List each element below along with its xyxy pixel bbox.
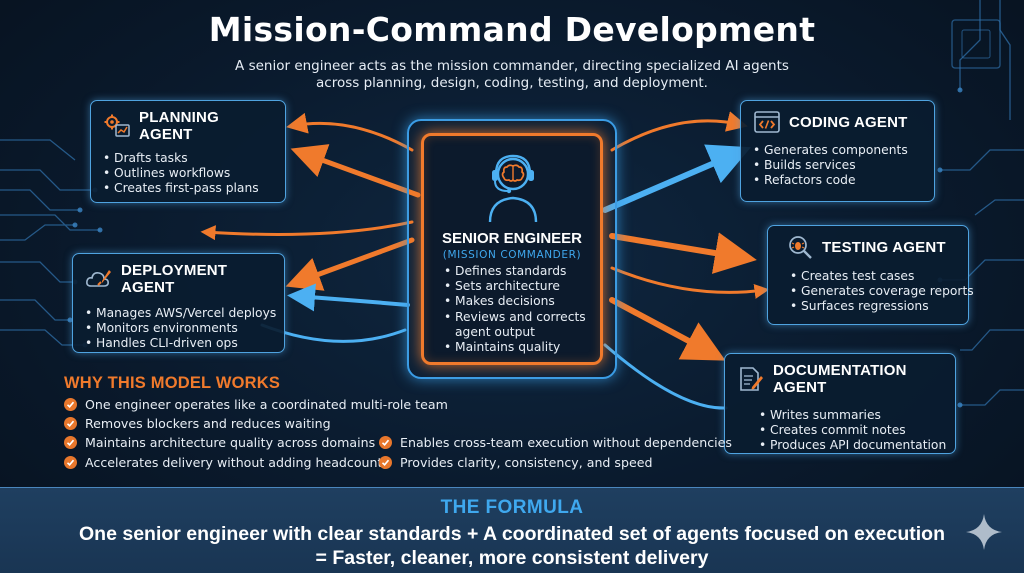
coding-item: Generates components [753,143,922,158]
center-subtitle: (MISSION COMMANDER) [442,249,582,261]
gear-chart-icon [103,113,131,139]
formula-line-1: One senior engineer with clear standards… [79,523,945,545]
arrow-to-deployment [285,237,415,291]
arrow-documentation-return [603,343,728,410]
testing-item: Surfaces regressions [790,299,956,314]
why-item-text: Removes blockers and reduces waiting [85,416,331,431]
why-item: Maintains architecture quality across do… [64,435,375,450]
deployment-agent-title: DEPLOYMENT AGENT [121,262,228,296]
coding-agent-card: CODING AGENT Generates components Builds… [740,100,935,202]
check-icon [379,436,392,449]
center-item: Makes decisions [444,294,586,309]
planning-agent-card: PLANNING AGENT Drafts tasks Outlines wor… [90,100,286,203]
planning-item: Creates first-pass plans [103,181,273,196]
planning-item: Outlines workflows [103,166,273,181]
why-item-text: Provides clarity, consistency, and speed [400,455,653,470]
documentation-item: Produces API documentation [759,438,946,453]
why-item: Provides clarity, consistency, and speed [379,455,652,470]
arrow-to-planning [286,112,414,152]
cloud-rocket-icon [85,266,113,292]
check-icon [64,436,77,449]
why-item: Removes blockers and reduces waiting [64,416,331,431]
center-item: Reviews and corrects [444,310,586,325]
center-item: Maintains quality [444,340,586,355]
planning-item: Drafts tasks [103,151,273,166]
page-subtitle: A senior engineer acts as the mission co… [235,58,789,91]
bug-magnifier-icon [786,234,814,260]
deployment-agent-card: DEPLOYMENT AGENT Manages AWS/Vercel depl… [72,253,285,353]
arrow-to-planning-thick [290,144,421,198]
documentation-agent-title: DOCUMENTATION AGENT [773,362,907,396]
why-item: Accelerates delivery without adding head… [64,455,382,470]
center-outer-frame [407,119,617,379]
arrow-to-coding-blue [602,144,752,213]
document-pen-icon [737,366,765,392]
formula-banner: THE FORMULA One senior engineer with cle… [0,487,1024,573]
why-item: One engineer operates like a coordinated… [64,397,448,412]
testing-agent-title: TESTING AGENT [822,238,946,256]
why-item-text: Accelerates delivery without adding head… [85,455,383,470]
arrow-to-deployment-blue [287,283,410,312]
arrow-to-documentation [609,297,726,361]
center-item-continuation: agent output [444,325,586,340]
why-item-text: Enables cross-team execution without dep… [400,435,732,450]
arrow-to-testing-lower [610,266,770,299]
center-title: SENIOR ENGINEER [441,230,583,247]
testing-agent-card: TESTING AGENT Creates test cases Generat… [767,225,974,325]
arrow-to-testing [609,232,757,274]
arrow-to-planning-lower [200,220,414,241]
check-icon [64,417,77,430]
deployment-item: Manages AWS/Vercel deploys [85,306,276,321]
why-item-text: One engineer operates like a coordinated… [85,397,448,412]
check-icon [379,456,392,469]
page-title: Mission-Command Development [208,10,816,49]
why-section: WHY THIS MODEL WORKS [64,374,744,398]
center-item: Sets architecture [444,279,586,294]
check-icon [64,398,77,411]
testing-item: Creates test cases [790,269,956,284]
deployment-item: Monitors environments [85,321,272,336]
coding-item: Builds services [753,158,922,173]
center-item: Defines standards [444,264,586,279]
coding-item: Refactors code [753,173,922,188]
why-item-text: Maintains architecture quality across do… [85,435,376,450]
planning-agent-title: PLANNING AGENT [139,109,219,143]
deployment-item: Handles CLI-driven ops [85,336,272,351]
sparkle-icon [964,512,1004,556]
documentation-agent-card: DOCUMENTATION AGENT Writes summaries Cre… [724,353,956,454]
why-title: WHY THIS MODEL WORKS [64,374,281,392]
documentation-item: Writes summaries [759,408,943,423]
center-item-text: agent output [455,324,535,339]
why-item: Enables cross-team execution without dep… [379,435,732,450]
engineer-brain-headset-icon [480,150,546,228]
code-window-icon [753,109,781,135]
arrow-to-coding [610,111,748,152]
check-icon [64,456,77,469]
senior-engineer-card: SENIOR ENGINEER (MISSION COMMANDER) Defi… [421,133,603,365]
coding-agent-title: CODING AGENT [789,113,908,131]
formula-line-2: = Faster, cleaner, more consistent deliv… [315,547,709,569]
documentation-item: Creates commit notes [759,423,943,438]
testing-item: Generates coverage reports [790,284,974,299]
formula-title: THE FORMULA [440,497,584,518]
